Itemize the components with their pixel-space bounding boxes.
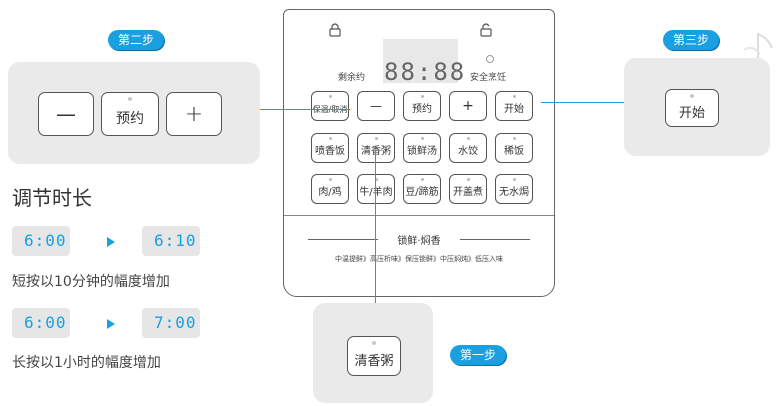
open-lid-button[interactable]: 开盖煮 — [449, 174, 487, 204]
time-box — [142, 308, 200, 338]
waterless-bake-button[interactable]: 无水焗 — [495, 174, 533, 204]
arrow-right-icon — [107, 237, 115, 247]
start-button[interactable]: 开始 — [665, 89, 719, 127]
panel-plus-button[interactable]: + — [449, 91, 487, 121]
congee-button[interactable]: 清香粥 — [357, 133, 395, 163]
time-display: 88:88 — [384, 58, 467, 86]
display-background — [383, 39, 458, 83]
indicator-dot — [690, 94, 694, 98]
bean-tendon-button[interactable]: 豆/蹄筋 — [403, 174, 441, 204]
indicator-dot — [512, 95, 516, 98]
button-label: 水饺 — [458, 146, 478, 157]
connector-line-step3 — [541, 102, 624, 103]
plus-label: + — [184, 101, 204, 127]
panel-reserve-button[interactable]: 预约 — [403, 91, 441, 121]
indicator-dot — [328, 178, 332, 181]
time-from-1: 6:00 — [24, 231, 67, 250]
arrow-right-icon — [107, 319, 115, 329]
start-label: 开始 — [678, 105, 705, 121]
congee-label: 清香粥 — [354, 353, 394, 369]
feature-rule-right — [460, 239, 530, 240]
button-label: 豆/蹄筋 — [405, 187, 439, 198]
reserve-button[interactable]: 预约 — [101, 92, 159, 136]
time-to-1: 6:10 — [154, 231, 197, 250]
time-to-2: 7:00 — [154, 313, 197, 332]
indicator-dot — [372, 341, 376, 345]
lock-closed-icon — [329, 23, 341, 37]
safe-cooking-icon — [486, 55, 494, 63]
reserve-label: 预约 — [116, 111, 144, 127]
short-press-note: 短按以10分钟的幅度增加 — [12, 274, 170, 290]
feature-subtitle: 中温提鲜》高压析味》保压锁鲜》中压焖炖》低压入味 — [335, 255, 503, 263]
indicator-dot — [466, 137, 470, 140]
time-box — [12, 226, 70, 256]
beef-mutton-button[interactable]: 牛/羊肉 — [357, 174, 395, 204]
button-label: 开始 — [504, 104, 524, 115]
button-label: 预约 — [412, 104, 432, 115]
button-label: 稀饭 — [504, 146, 524, 157]
button-label: 肉/鸡 — [318, 187, 342, 198]
indicator-dot — [420, 178, 424, 181]
time-box — [12, 308, 70, 338]
indicator-dot — [512, 178, 516, 181]
button-label: — — [370, 99, 382, 113]
feature-title: 锁鲜·焖香 — [397, 236, 441, 247]
plus-button[interactable]: + — [166, 92, 222, 136]
panel-start-button[interactable]: 开始 — [495, 91, 533, 121]
remaining-label: 剩余约 — [338, 73, 366, 83]
button-label: 喷香饭 — [315, 146, 345, 157]
time-box — [142, 226, 200, 256]
safe-cooking-label: 安全烹饪 — [470, 73, 507, 83]
panel-minus-button[interactable]: — — [357, 91, 395, 121]
minus-button[interactable]: — — [38, 92, 94, 136]
indicator-dot — [328, 137, 332, 140]
step2-badge: 第二步 — [108, 30, 165, 50]
indicator-dot — [420, 137, 424, 140]
button-label: + — [462, 98, 474, 114]
adjust-title: 调节时长 — [12, 186, 92, 210]
indicator-dot — [466, 178, 470, 181]
keep-warm-cancel-button[interactable]: 保温/取消 — [311, 91, 349, 121]
feature-rule-left — [308, 239, 378, 240]
congee-highlight-button[interactable]: 清香粥 — [347, 336, 401, 376]
indicator-dot — [328, 95, 332, 98]
button-label: 无水焗 — [499, 187, 529, 198]
lock-open-icon — [480, 23, 492, 37]
indicator-dot — [128, 97, 132, 101]
meat-chicken-button[interactable]: 肉/鸡 — [311, 174, 349, 204]
indicator-dot — [374, 137, 378, 140]
minus-label: — — [56, 102, 76, 126]
soup-button[interactable]: 锁鲜汤 — [403, 133, 441, 163]
button-label: 牛/羊肉 — [359, 187, 393, 198]
fragrant-rice-button[interactable]: 喷香饭 — [311, 133, 349, 163]
step1-badge: 第一步 — [450, 345, 507, 365]
panel-divider — [284, 215, 554, 216]
step3-badge: 第三步 — [663, 30, 720, 50]
long-press-note: 长按以1小时的幅度增加 — [12, 355, 161, 371]
button-label: 锁鲜汤 — [407, 146, 437, 157]
porridge-button[interactable]: 稀饭 — [495, 133, 533, 163]
time-from-2: 6:00 — [24, 313, 67, 332]
button-label: 清香粥 — [361, 146, 391, 157]
indicator-dot — [374, 178, 378, 181]
indicator-dot — [420, 95, 424, 98]
button-label: 开盖煮 — [453, 187, 483, 198]
connector-line-step2 — [260, 109, 350, 110]
connector-line-step1 — [375, 150, 376, 303]
dumpling-button[interactable]: 水饺 — [449, 133, 487, 163]
control-panel: 88:88 剩余约 安全烹饪 保温/取消 — 预约 + 开始 喷香饭 清香粥 锁… — [283, 9, 555, 297]
indicator-dot — [512, 137, 516, 140]
